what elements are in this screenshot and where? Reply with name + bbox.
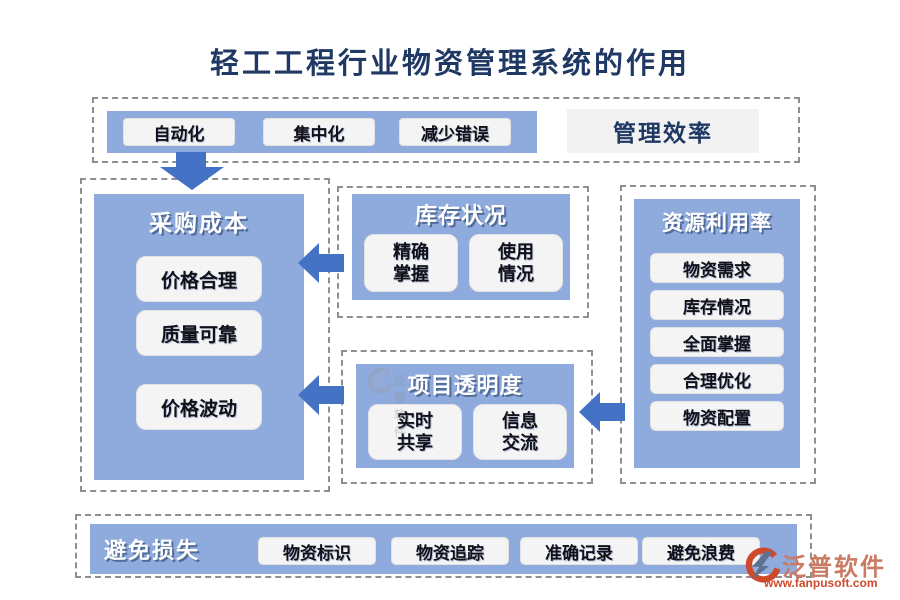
chip-reasonable-optimization: 合理优化 [650,364,784,394]
top-band: 自动化 集中化 减少错误 [107,111,537,153]
brand-watermark: 泛普软件 www.fanpusoft.com [744,545,894,593]
management-efficiency-label: 管理效率 [567,109,759,153]
chip-usage-situation: 使用 情况 [469,234,563,292]
project-transparency-title: 项目透明度 [407,373,523,398]
fanpu-logo-icon [745,547,780,583]
brand-name: 泛普软件 [782,554,886,581]
arrow-left-inventory-to-procurement-icon [298,243,344,283]
chip-avoid-waste: 避免浪费 [642,537,760,565]
resource-utilization-title: 资源利用率 [662,211,772,235]
chip-reduce-errors: 减少错误 [399,118,511,146]
arrow-left-transparency-to-procurement-icon [298,375,344,415]
inventory-status-panel: 库存状况 精确 掌握 使用 情况 [352,194,570,300]
chip-realtime-sharing: 实时 共享 [368,404,462,460]
chip-material-identification: 物资标识 [258,537,376,565]
brand-url: www.fanpusoft.com [764,576,878,590]
resource-utilization-container: 资源利用率 物资需求 库存情况 全面掌握 合理优化 物资配置 [620,185,816,484]
chip-price-fluctuation: 价格波动 [136,384,262,430]
chip-inventory-situation: 库存情况 [650,290,784,320]
chip-full-grasp: 全面掌握 [650,327,784,357]
page-title: 轻工工程行业物资管理系统的作用 [209,48,690,80]
procurement-cost-container: 采购成本 价格合理 质量可靠 价格波动 [80,178,330,492]
arrow-down-icon [160,152,224,190]
inventory-status-container: 库存状况 精确 掌握 使用 情况 [337,186,589,318]
chip-material-demand: 物资需求 [650,253,784,283]
chip-centralization: 集中化 [263,118,375,146]
avoid-loss-title: 避免损失 [104,538,201,563]
chip-accurate-grasp: 精确 掌握 [364,234,458,292]
arrow-left-resources-to-transparency-icon [579,392,625,432]
chip-material-allocation: 物资配置 [650,401,784,431]
top-section-container: 自动化 集中化 减少错误 管理效率 [92,97,800,163]
inventory-status-title: 库存状况 [414,203,507,228]
project-transparency-panel: 项目透明度 实时 共享 信息 交流 [356,364,574,468]
chip-accurate-records: 准确记录 [520,537,638,565]
fanpu-logo-icon [367,368,393,394]
chip-automation: 自动化 [123,118,235,146]
chip-information-exchange: 信息 交流 [473,404,567,460]
chip-reliable-quality: 质量可靠 [136,310,262,356]
chip-reasonable-price: 价格合理 [136,256,262,302]
resource-utilization-panel: 资源利用率 物资需求 库存情况 全面掌握 合理优化 物资配置 [634,199,800,468]
procurement-cost-title: 采购成本 [149,211,249,236]
avoid-loss-container: 避免损失 物资标识 物资追踪 准确记录 避免浪费 [75,514,812,578]
background-watermark-text: 泛普软件 [394,374,408,439]
avoid-loss-band: 避免损失 物资标识 物资追踪 准确记录 避免浪费 [90,524,797,574]
chip-material-tracking: 物资追踪 [391,537,509,565]
background-watermark: 泛普软件 [366,368,406,439]
procurement-cost-panel: 采购成本 价格合理 质量可靠 价格波动 [94,194,304,480]
